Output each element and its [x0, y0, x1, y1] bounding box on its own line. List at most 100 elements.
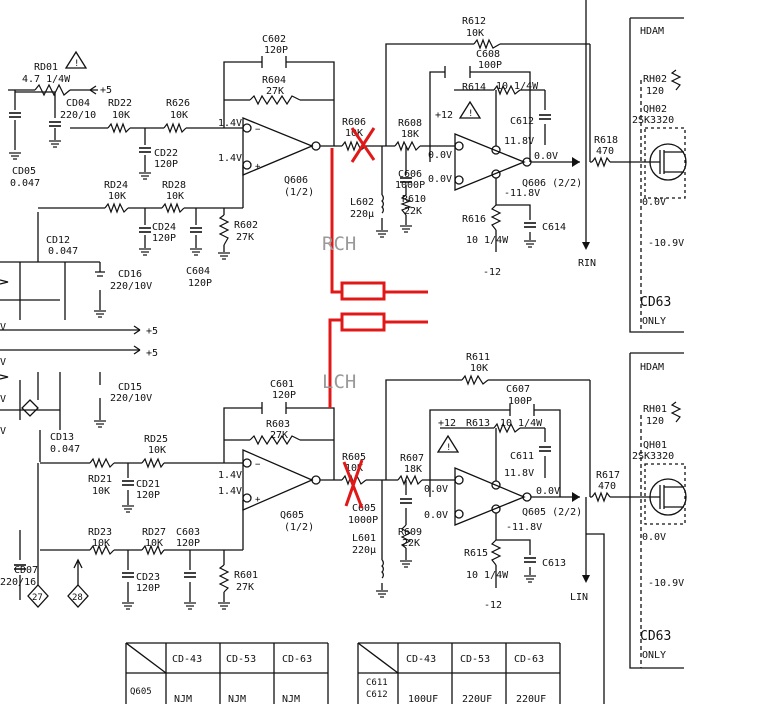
- label-v00b-top: 0.0V: [428, 174, 452, 185]
- label-lch: LCH: [322, 371, 356, 393]
- label-r607: R607: [400, 453, 424, 464]
- label-cd23: CD23: [136, 572, 160, 583]
- resistor-rd27: [141, 544, 165, 556]
- label-r612-val: 10K: [466, 28, 484, 39]
- label-r604-val: 27K: [266, 86, 284, 97]
- table1-cell-1: NJM: [228, 694, 246, 704]
- label-c602-val: 120P: [264, 45, 288, 56]
- label-rd24: RD24: [104, 180, 128, 191]
- label-rd24-val: 10K: [108, 191, 126, 202]
- warning-mark: !: [74, 59, 79, 69]
- label-c608-val: 100P: [478, 60, 502, 71]
- resistor-r601: [218, 564, 230, 593]
- table2-header-1: CD-53: [460, 654, 490, 665]
- label-rh02-val: 120: [646, 86, 664, 97]
- label-v118-top: 11.8V: [504, 136, 534, 147]
- label-v-plus-bot: 1.4V: [218, 486, 242, 497]
- label-r611: R611: [466, 352, 490, 363]
- label-vout-top: 0.0V: [534, 151, 558, 162]
- label-r603-val: 27K: [270, 430, 288, 441]
- resistor-r618: [591, 156, 611, 168]
- label-rd01: RD01: [34, 62, 58, 73]
- label-v-minus-top: 1.4V: [218, 118, 242, 129]
- label-rd23-val: 10K: [92, 538, 110, 549]
- label-cd23-val: 120P: [136, 583, 160, 594]
- label-qh02: QH02: [643, 104, 667, 115]
- table2-row-label-2: C612: [366, 690, 388, 700]
- label-r616: R616: [462, 214, 486, 225]
- table-c611: CD-43 CD-53 CD-63 C611 C612 100UF 220UF …: [357, 642, 561, 704]
- table1-header-1: CD-53: [226, 654, 256, 665]
- resistor-rh02: [670, 69, 682, 91]
- label-node28: 28: [72, 593, 83, 603]
- power-section: CD12 0.047 CD16 220/10V +5 +5 V V V V CD…: [0, 212, 158, 462]
- label-rh02: RH02: [643, 74, 667, 85]
- label-r609-val: 22K: [402, 538, 420, 549]
- label-cd07: CD07: [14, 565, 38, 576]
- label-r610: R610: [402, 194, 426, 205]
- label-l602: L602: [350, 197, 374, 208]
- label-c613: C613: [542, 558, 566, 569]
- label-cd13: CD13: [50, 432, 74, 443]
- hdam-top-box: HDAM RH02 120 QH02 2SK3320 0.0V -10.9V C…: [629, 17, 687, 333]
- resistor-rd21: [89, 457, 115, 469]
- label-rd27: RD27: [142, 527, 166, 538]
- label-cd12: CD12: [46, 235, 70, 246]
- resistor-rd28: [161, 202, 185, 214]
- label-part-top: 2SK3320: [632, 115, 674, 126]
- red-resistor-top: [340, 281, 386, 301]
- node-27: [27, 584, 49, 608]
- resistor-r626: [163, 122, 187, 134]
- lch-section: RD25 10K RD21 10K CD21 120P RD23 10K RD2…: [0, 352, 640, 704]
- label-r615: R615: [464, 548, 488, 559]
- label-c607-val: 100P: [508, 396, 532, 407]
- label-r605-val: 10K: [345, 463, 363, 474]
- label-part-bot: 2SK3320: [632, 451, 674, 462]
- label-v1: V: [0, 322, 6, 333]
- label-cd07-val: 220/16: [0, 577, 36, 588]
- label-cd16: CD16: [118, 269, 142, 280]
- resistor-rd22: [107, 122, 131, 134]
- label-l601-val: 220μ: [352, 545, 376, 556]
- label-r610-val: 22K: [404, 206, 422, 217]
- label-c604: C604: [186, 266, 210, 277]
- label-minus12-bot: -12: [484, 600, 502, 611]
- label-q606b: Q606 (2/2): [522, 178, 582, 189]
- opamp-q605-a: [242, 449, 314, 511]
- label-r601: R601: [234, 570, 258, 581]
- label-r613-val: 10 1/4W: [500, 418, 543, 429]
- label-cd15: CD15: [118, 382, 142, 393]
- node-28: [67, 558, 89, 608]
- resistor-r616: [490, 204, 502, 231]
- opamp-q606-b: [454, 133, 526, 191]
- label-r618: R618: [594, 135, 618, 146]
- resistor-r612: [473, 38, 501, 50]
- table2-header-2: CD-63: [514, 654, 544, 665]
- label-r602: R602: [234, 220, 258, 231]
- table2-row-label-1: C611: [366, 678, 388, 688]
- label-v00a-top: 0.0V: [428, 150, 452, 161]
- label-qh01: QH01: [643, 440, 667, 451]
- label-plus12-bot: +12: [438, 418, 456, 429]
- label-cd21-val: 120P: [136, 490, 160, 501]
- label-q605b: Q605 (2/2): [522, 507, 582, 518]
- label-cd16-val: 220/10V: [110, 281, 152, 292]
- resistor-r615: [490, 539, 502, 566]
- label-plus5a: +5: [146, 326, 158, 337]
- label-rd23: RD23: [88, 527, 112, 538]
- svg-text:−: −: [255, 460, 261, 470]
- resistor-r602: [218, 214, 230, 246]
- label-rd27-val: 10K: [145, 538, 163, 549]
- label-cd13-val: 0.047: [50, 444, 80, 455]
- warning-icon: [64, 50, 88, 69]
- svg-text:+: +: [255, 495, 261, 505]
- label-cd24: CD24: [152, 222, 176, 233]
- svg-text:!: !: [446, 443, 451, 453]
- label-cd04: CD04: [66, 98, 90, 109]
- svg-text:−: −: [255, 125, 261, 135]
- label-hdam-top-v1: 0.0V: [642, 197, 666, 208]
- opamp-q606-a: [242, 117, 314, 176]
- label-hdam-bot-v1: 0.0V: [642, 532, 666, 543]
- label-v-plus-top: 1.4V: [218, 153, 242, 164]
